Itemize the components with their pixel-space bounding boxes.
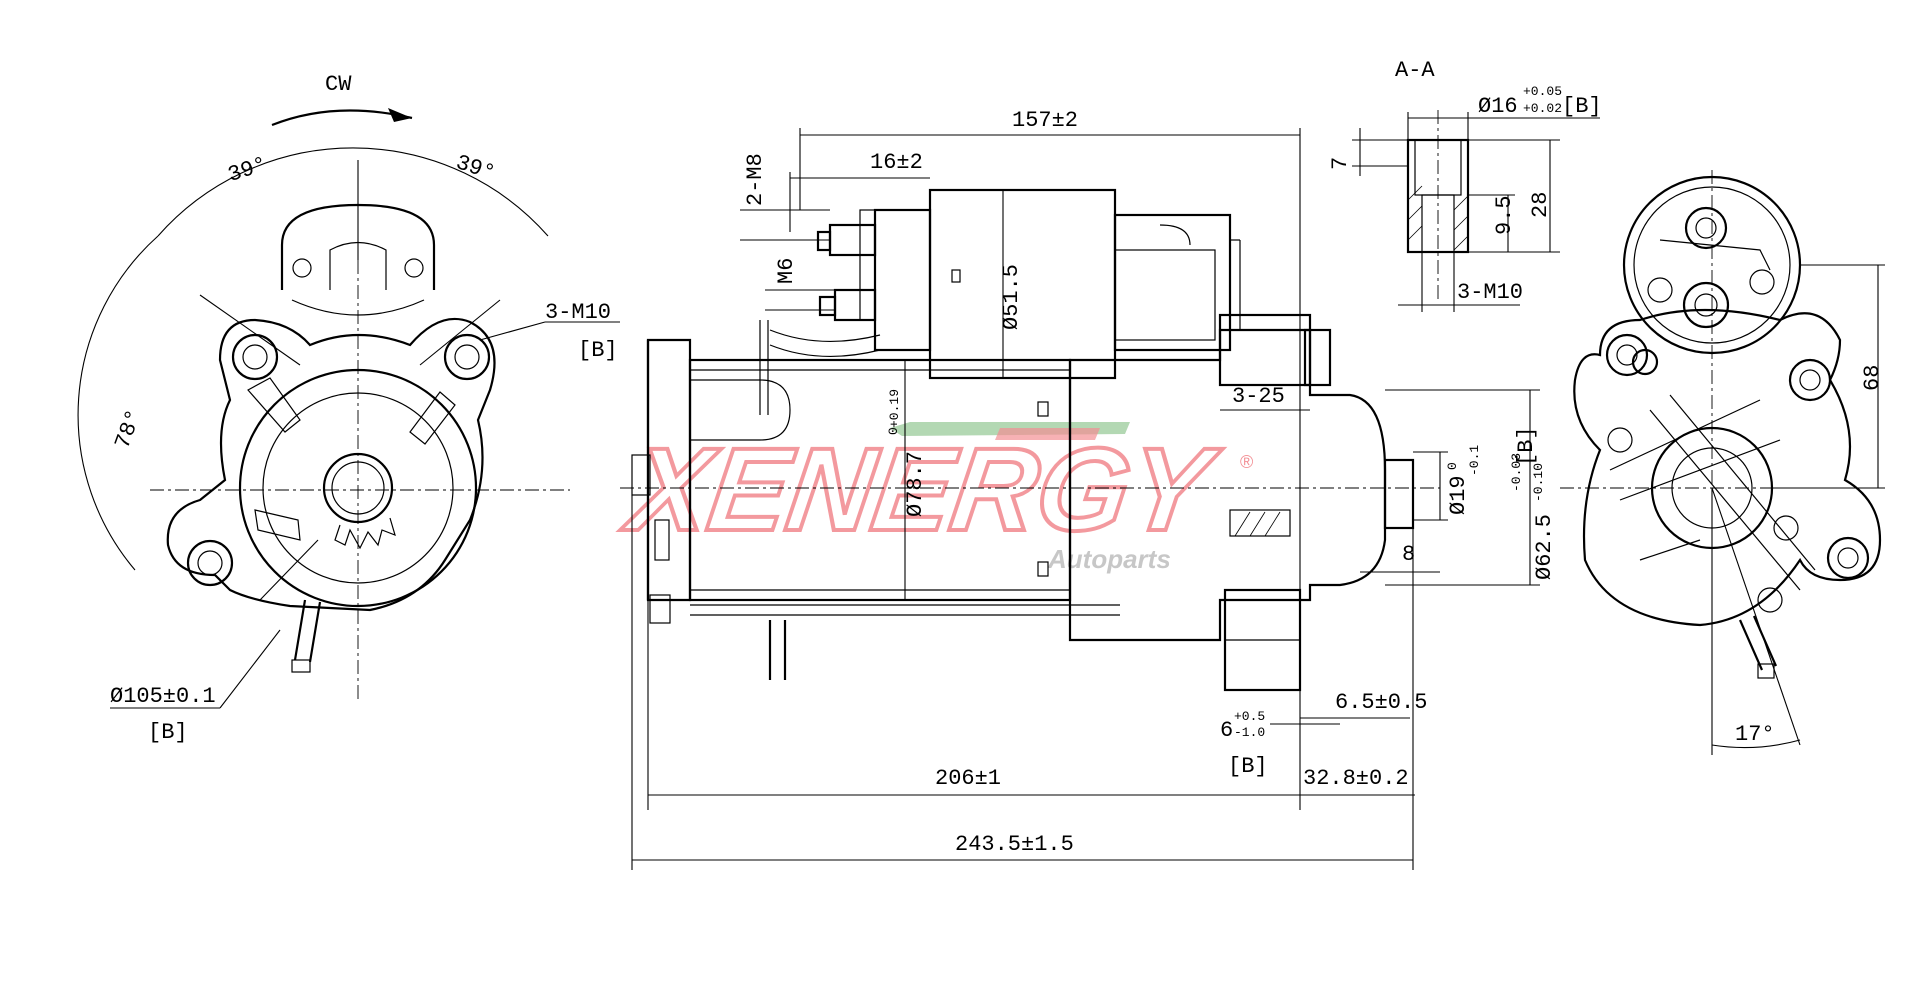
rotation-label: CW: [325, 72, 352, 97]
dim-register-dia-tol-lower: -0.10: [1531, 463, 1546, 502]
dim-nose-length: 3-25: [1232, 384, 1285, 409]
dim-body-dia-tol-upper: +0.19: [887, 389, 902, 428]
dim-register-datum: [B]: [1514, 426, 1539, 466]
dim-bore-dia: Ø16: [1478, 94, 1518, 119]
dim-pilot-dia-tol-lower: -0.1: [1467, 445, 1482, 476]
front-mount-datum: [B]: [578, 338, 618, 363]
dim-flange-offset-tol-upper: +0.5: [1234, 709, 1265, 724]
rear-view: 68 17°: [1560, 170, 1885, 755]
watermark-registered: ®: [1240, 452, 1253, 472]
front-view: CW 39° 39° 78°: [77, 72, 620, 745]
section-label: A-A: [1395, 58, 1435, 83]
dim-section-height: 28: [1528, 192, 1553, 218]
dim-pilot-dia-tol-upper: 0: [1445, 462, 1460, 470]
dim-body-length: 157±2: [1012, 108, 1078, 133]
dim-rear-offset: 68: [1860, 365, 1885, 391]
thread-terminal-large: 2-M8: [743, 153, 768, 206]
dim-solenoid-dia: Ø51.5: [999, 264, 1024, 330]
section-thread: 3-M10: [1457, 280, 1523, 305]
angle-top-left: 39°: [225, 152, 270, 188]
dim-mount-to-end: 206±1: [935, 766, 1001, 791]
dim-register-dia: Ø62.5: [1532, 514, 1557, 580]
dim-nose-to-flange: 32.8±0.2: [1303, 766, 1409, 791]
angle-bottom-right: 17°: [1735, 722, 1775, 747]
dim-flange-offset-tol-lower: -1.0: [1234, 725, 1265, 740]
side-view: 157±2 16±2 2-M8 M6 Ø51.5 Ø78.7 +0.19 0 3…: [620, 108, 1557, 870]
dim-counterbore-depth: 7: [1328, 157, 1353, 170]
front-mount-thread: 3-M10: [545, 300, 611, 325]
flange-dia: Ø105±0.1: [110, 684, 216, 709]
angle-left: 78°: [110, 406, 147, 452]
flange-dia-datum: [B]: [148, 720, 188, 745]
dim-flange-offset: 6: [1220, 718, 1233, 743]
watermark-sub: Autoparts: [1047, 544, 1171, 574]
thread-terminal-small: M6: [774, 258, 799, 284]
dim-body-dia: Ø78.7: [903, 451, 928, 517]
dim-thread-depth: 9.5: [1492, 195, 1517, 235]
dim-register-dia-tol-upper: -0.03: [1509, 453, 1524, 492]
dim-terminal-offset: 16±2: [870, 150, 923, 175]
dim-pilot-dia: Ø19: [1446, 475, 1471, 515]
dim-pinion-offset: 8: [1402, 542, 1415, 567]
dim-bore-dia-tol-lower: +0.02: [1523, 101, 1562, 116]
watermark-logo: XENERGY Autoparts ®: [614, 422, 1253, 574]
dim-overall-length: 243.5±1.5: [955, 832, 1074, 857]
section-a-a: A-A Ø16 +0.05 +0.02 [B] 7 9.5 28 3-M10: [1328, 58, 1602, 312]
dim-bore-datum: [B]: [1562, 94, 1602, 119]
angle-top-right: 39°: [453, 150, 498, 186]
dim-body-dia-tol-lower: 0: [886, 427, 901, 435]
dim-flange-thickness: 6.5±0.5: [1335, 690, 1427, 715]
dim-flange-datum: [B]: [1228, 754, 1268, 779]
dim-bore-dia-tol-upper: +0.05: [1523, 84, 1562, 99]
watermark-brand: XENERGY: [616, 425, 1226, 556]
